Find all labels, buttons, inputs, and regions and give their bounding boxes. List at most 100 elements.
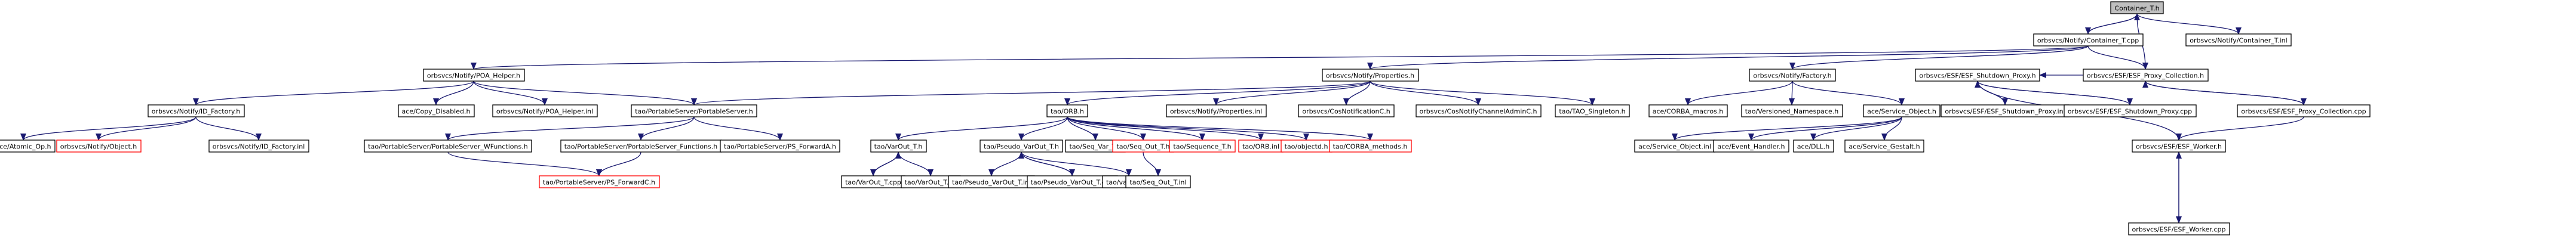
graph-edge bbox=[1067, 116, 1098, 141]
graph-node[interactable]: tao/PortableServer/PortableServer_WFunct… bbox=[364, 139, 532, 153]
graph-node[interactable]: tao/Pseudo_VarOut_T.inl bbox=[948, 175, 1035, 188]
graph-node[interactable]: orbsvcs/ESF/ESF_Shutdown_Proxy.h bbox=[1915, 69, 2040, 82]
graph-node[interactable]: tao/Seq_Var_T.h bbox=[1065, 139, 1126, 153]
graph-node[interactable]: tao/Versioned_Namespace.h bbox=[1741, 104, 1843, 117]
graph-node-label: ace/CORBA_macros.h bbox=[1653, 108, 1724, 116]
graph-node[interactable]: orbsvcs/ESF/ESF_Worker.cpp bbox=[2128, 222, 2230, 235]
graph-node[interactable]: tao/Sequence_T.h bbox=[1169, 139, 1236, 153]
graph-node[interactable]: orbsvcs/Notify/Factory.h bbox=[1749, 69, 1836, 82]
graph-edge bbox=[1370, 80, 1595, 106]
graph-node[interactable]: tao/PortableServer/PS_ForwardA.h bbox=[720, 139, 840, 153]
graph-node-label: orbsvcs/ESF/ESF_Shutdown_Proxy.h bbox=[1919, 72, 2035, 80]
graph-node-label: ace/Atomic_Op.h bbox=[0, 143, 51, 151]
graph-edge bbox=[445, 116, 695, 141]
graph-node-label: tao/Versioned_Namespace.h bbox=[1745, 108, 1838, 116]
graph-node[interactable]: orbsvcs/Notify/ID_Factory.inl bbox=[208, 139, 309, 153]
graph-node-label: tao/objectd.h bbox=[1285, 143, 1328, 151]
graph-node-label: tao/VarOut_T.h bbox=[874, 143, 923, 151]
graph-node-label: orbsvcs/Notify/Properties.h bbox=[1326, 72, 1414, 80]
graph-node-box bbox=[208, 139, 309, 153]
graph-node[interactable]: orbsvcs/Notify/Container_T.inl bbox=[2185, 33, 2292, 46]
graph-node[interactable]: orbsvcs/Notify/Properties.inl bbox=[1166, 104, 1267, 117]
graph-node[interactable]: orbsvcs/Notify/POA_Helper.inl bbox=[492, 104, 598, 117]
graph-edge bbox=[193, 80, 474, 106]
graph-node-box bbox=[870, 139, 927, 153]
graph-node[interactable]: orbsvcs/ESF/ESF_Worker.h bbox=[2132, 139, 2226, 153]
graph-node[interactable]: tao/objectd.h bbox=[1281, 139, 1332, 153]
edge-layer bbox=[20, 13, 2307, 224]
graph-node-label: tao/ORB.inl bbox=[1242, 143, 1279, 151]
graph-node[interactable]: tao/TAO_Singleton.h bbox=[1555, 104, 1630, 117]
graph-node[interactable]: tao/VarOut_T.inl bbox=[901, 175, 961, 188]
graph-node[interactable]: orbsvcs/ESF/ESF_Shutdown_Proxy.inl bbox=[1941, 104, 2070, 117]
graph-node-label: tao/VarOut_T.cpp bbox=[845, 179, 901, 187]
graph-node[interactable]: tao/ORB.h bbox=[1046, 104, 1088, 117]
graph-node[interactable]: ace/Event_Handler.h bbox=[1713, 139, 1789, 153]
graph-node[interactable]: Container_T.h bbox=[2110, 1, 2164, 14]
graph-node-label: tao/TAO_Singleton.h bbox=[1559, 108, 1625, 116]
graph-node-label: ace/Event_Handler.h bbox=[1717, 143, 1785, 151]
graph-node[interactable]: tao/VarOut_T.h bbox=[870, 139, 927, 153]
graph-edge bbox=[1975, 80, 2130, 106]
graph-edge bbox=[1672, 116, 1902, 141]
graph-node-label: tao/Seq_Out_T.inl bbox=[1129, 179, 1186, 187]
graph-node[interactable]: tao/PortableServer/PS_ForwardC.h bbox=[539, 175, 660, 188]
graph-node[interactable]: tao/Seq_Out_T.inl bbox=[1125, 175, 1191, 188]
graph-node-label: orbsvcs/CosNotifyChannelAdminC.h bbox=[1420, 108, 1537, 116]
graph-node-box bbox=[1749, 69, 1836, 82]
graph-node[interactable]: ace/Service_Object.h bbox=[1863, 104, 1941, 117]
graph-node[interactable]: orbsvcs/ESF/ESF_Proxy_Collection.cpp bbox=[2237, 104, 2371, 117]
graph-node[interactable]: orbsvcs/Notify/Container_T.cpp bbox=[2033, 33, 2144, 46]
graph-node[interactable]: tao/Seq_Out_T.h bbox=[1112, 139, 1174, 153]
graph-edge bbox=[2136, 13, 2242, 35]
graph-node[interactable]: ace/Atomic_Op.h bbox=[0, 139, 56, 153]
graph-node[interactable]: tao/PortableServer/PortableServer_Functi… bbox=[560, 139, 722, 153]
graph-edge bbox=[473, 80, 548, 106]
graph-node-label: orbsvcs/ESF/ESF_Proxy_Collection.cpp bbox=[2241, 108, 2366, 116]
graph-node[interactable]: ace/Copy_Disabled.h bbox=[398, 104, 475, 117]
graph-node[interactable]: tao/CORBA_methods.h bbox=[1329, 139, 1412, 153]
graph-node-label: orbsvcs/CosNotificationC.h bbox=[1302, 108, 1390, 116]
graph-node[interactable]: orbsvcs/Notify/ID_Factory.h bbox=[148, 104, 245, 117]
graph-edge bbox=[1143, 151, 1161, 176]
graph-node[interactable]: orbsvcs/CosNotificationC.h bbox=[1298, 104, 1395, 117]
graph-node-box bbox=[539, 175, 660, 188]
graph-edge bbox=[1067, 116, 1146, 141]
graph-edge bbox=[1067, 116, 1373, 141]
graph-edge bbox=[691, 80, 1371, 106]
graph-node-label: tao/Seq_Out_T.h bbox=[1116, 143, 1169, 151]
graph-node-box bbox=[1863, 104, 1941, 117]
graph-node[interactable]: tao/VarOut_T.cpp bbox=[841, 175, 905, 188]
graph-node[interactable]: tao/ORB.inl bbox=[1238, 139, 1284, 153]
graph-edge bbox=[1018, 116, 1068, 141]
graph-node-box bbox=[720, 139, 840, 153]
graph-node-label: tao/Sequence_T.h bbox=[1173, 143, 1231, 151]
graph-node[interactable]: ace/Service_Object.inl bbox=[1634, 139, 1715, 153]
graph-node-label: orbsvcs/ESF/ESF_Shutdown_Proxy.cpp bbox=[2068, 108, 2192, 116]
graph-node-box bbox=[1329, 139, 1412, 153]
graph-edge bbox=[873, 151, 901, 176]
graph-node-label: ace/DLL.h bbox=[1797, 143, 1829, 151]
graph-node-box bbox=[2064, 104, 2197, 117]
graph-node[interactable]: tao/PortableServer/PortableServer.h bbox=[631, 104, 757, 117]
graph-node-label: orbsvcs/Notify/POA_Helper.inl bbox=[496, 108, 593, 116]
graph-node-box bbox=[2083, 69, 2209, 82]
graph-node[interactable]: orbsvcs/ESF/ESF_Shutdown_Proxy.cpp bbox=[2064, 104, 2197, 117]
graph-node[interactable]: ace/Service_Gestalt.h bbox=[1844, 139, 1924, 153]
graph-node[interactable]: orbsvcs/Notify/Properties.h bbox=[1322, 69, 1419, 82]
graph-node-box bbox=[423, 69, 525, 82]
graph-node[interactable]: ace/DLL.h bbox=[1793, 139, 1834, 153]
graph-node-box bbox=[2128, 222, 2230, 235]
graph-node[interactable]: orbsvcs/CosNotifyChannelAdminC.h bbox=[1416, 104, 1542, 117]
graph-edge bbox=[1021, 151, 1132, 176]
graph-node-label: ace/Copy_Disabled.h bbox=[402, 108, 471, 116]
graph-node[interactable]: orbsvcs/ESF/ESF_Proxy_Collection.h bbox=[2083, 69, 2209, 82]
graph-node-box bbox=[56, 139, 142, 153]
graph-edge bbox=[473, 80, 697, 106]
graph-node[interactable]: tao/Pseudo_VarOut_T.h bbox=[980, 139, 1063, 153]
graph-node[interactable]: orbsvcs/Notify/Object.h bbox=[56, 139, 142, 153]
graph-node[interactable]: ace/CORBA_macros.h bbox=[1648, 104, 1728, 117]
graph-node-box bbox=[631, 104, 757, 117]
graph-node[interactable]: orbsvcs/Notify/POA_Helper.h bbox=[423, 69, 525, 82]
